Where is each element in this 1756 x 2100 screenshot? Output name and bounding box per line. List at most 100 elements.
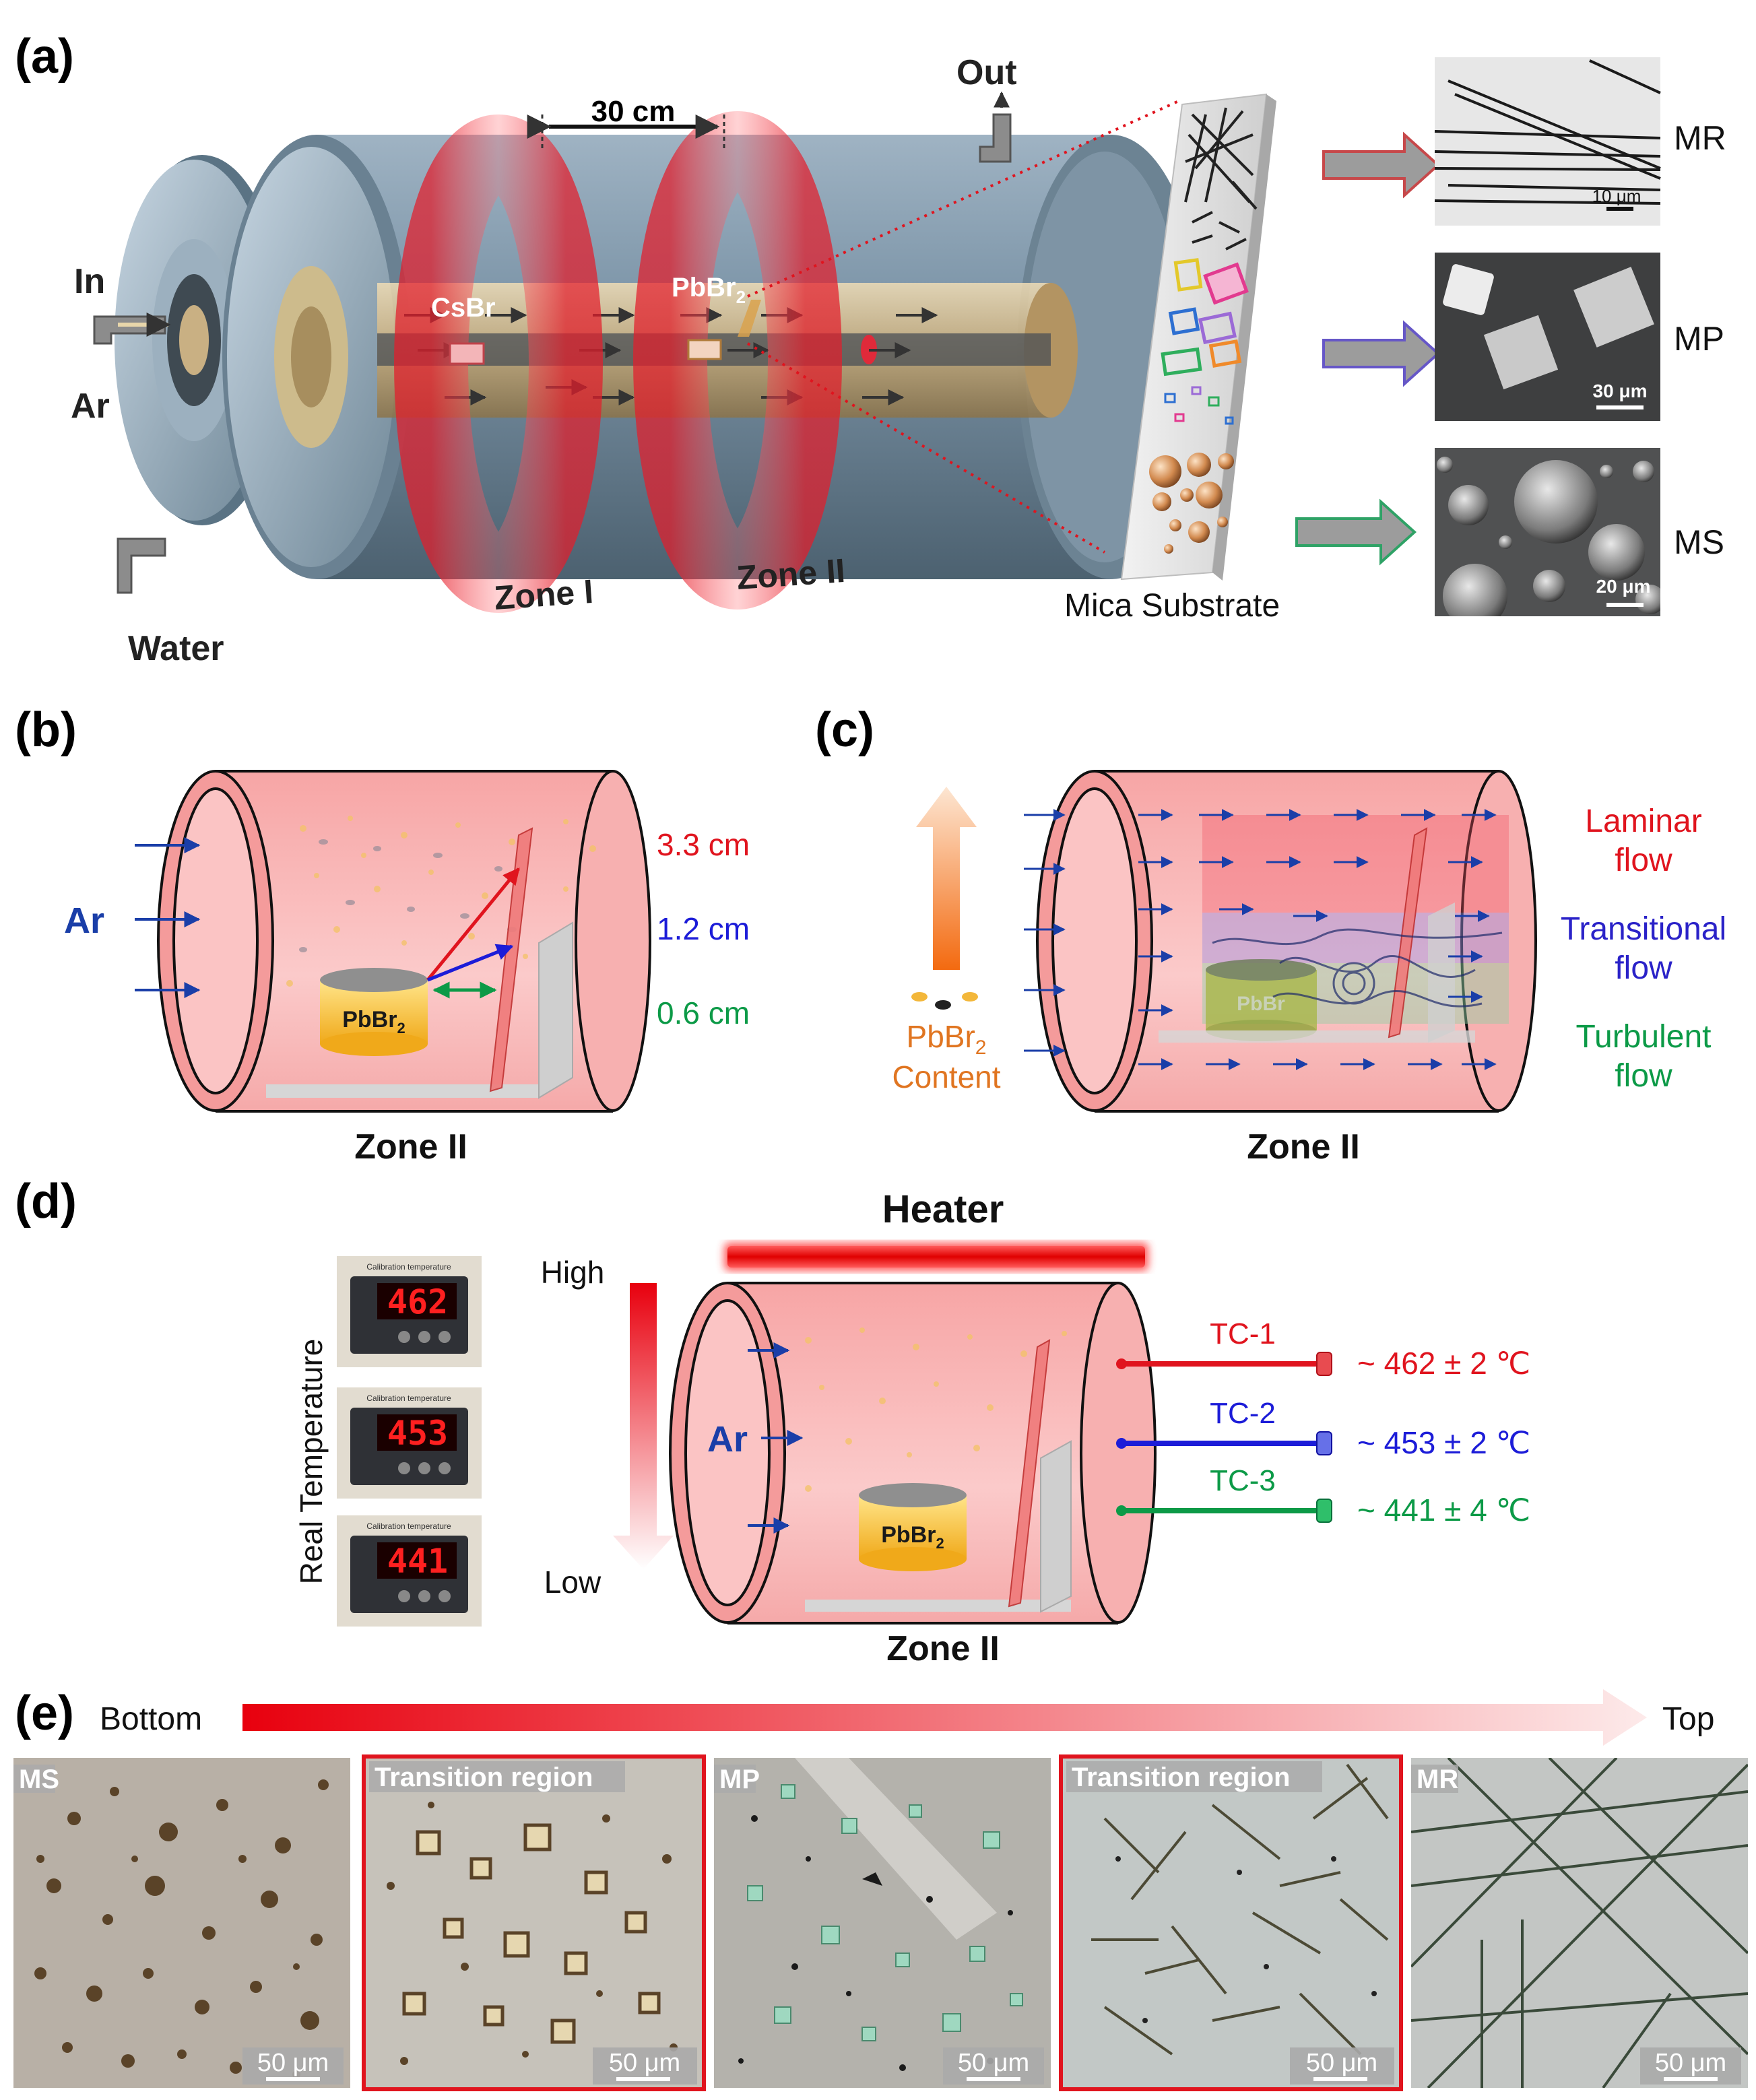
distance-label: 30 cm bbox=[591, 95, 676, 128]
distance-0-6cm: 0.6 cm bbox=[657, 995, 750, 1030]
mica-plate-d bbox=[1008, 1339, 1051, 1608]
optical-image-mp: MP 50 μm bbox=[714, 1758, 1051, 2088]
pbbr2-label-c: PbBr bbox=[1237, 993, 1285, 1015]
sample-holder-c bbox=[1159, 1030, 1475, 1043]
mica-rods bbox=[1184, 107, 1258, 251]
pbbr2-dish-b: PbBr2 bbox=[320, 968, 428, 1056]
mr-tag: MR bbox=[1674, 119, 1726, 157]
thermocouple-1: TC-1 ~ 462 ± 2 ℃ bbox=[1116, 1317, 1530, 1381]
water-label: Water bbox=[128, 629, 224, 668]
content-particles bbox=[911, 992, 978, 1010]
micrograph-mp: 30 μm bbox=[1435, 253, 1660, 421]
outlet-pipe bbox=[979, 113, 1012, 163]
ms-tag: MS bbox=[1674, 523, 1724, 561]
zone-2-label: Zone II bbox=[736, 552, 847, 597]
mica-plate-b bbox=[489, 827, 533, 1092]
optical-image-transition-2: Transition region 50 μm bbox=[1059, 1754, 1403, 2091]
mp-scale-label: 30 μm bbox=[1593, 381, 1648, 401]
tc-2-label: TC-2 bbox=[1210, 1397, 1276, 1430]
top-label: Top bbox=[1662, 1701, 1714, 1737]
panel-d: (d) Heater Real Temperature Calibration … bbox=[15, 1175, 1530, 1668]
csbr-boat bbox=[449, 342, 485, 365]
substrate-stand-d bbox=[1040, 1440, 1072, 1613]
turbulent-label-1: Turbulent bbox=[1576, 1019, 1712, 1055]
micrograph-mr: 10 μm bbox=[1434, 57, 1661, 226]
zone-b-cylinder bbox=[157, 770, 651, 1113]
svg-text:Calibration temperature: Calibration temperature bbox=[366, 1393, 451, 1403]
mp-tag: MP bbox=[1674, 320, 1724, 358]
mr-scale-label: 10 μm bbox=[1592, 186, 1641, 206]
tc-3-reading: ~ 441 ± 4 ℃ bbox=[1357, 1492, 1530, 1528]
image-3-tag: MP bbox=[719, 1765, 760, 1794]
pbbr2-label-b: PbBr2 bbox=[342, 1007, 405, 1037]
low-label: Low bbox=[544, 1565, 601, 1600]
in-label: In bbox=[74, 262, 105, 301]
heater-label: Heater bbox=[882, 1187, 1004, 1231]
zoom-line-top bbox=[747, 100, 1179, 298]
meter-reading-2: 453 bbox=[387, 1414, 448, 1453]
pbbr2-label: PbBr2 bbox=[672, 273, 746, 307]
meter-reading-1: 462 bbox=[387, 1282, 448, 1321]
arrow-to-ms bbox=[1295, 498, 1417, 566]
thermocouple-3: TC-3 ~ 441 ± 4 ℃ bbox=[1116, 1464, 1530, 1528]
image-1-tag: MS bbox=[19, 1765, 59, 1794]
flow-arrows-c bbox=[1024, 809, 1497, 1070]
ar-label-b: Ar bbox=[64, 900, 104, 941]
distance-1-2cm: 1.2 cm bbox=[657, 911, 750, 946]
out-label: Out bbox=[956, 53, 1017, 92]
optical-image-transition-1: Transition region 50 μm bbox=[362, 1754, 706, 2091]
tc-1-reading: ~ 462 ± 2 ℃ bbox=[1357, 1346, 1530, 1381]
high-low-arrow bbox=[613, 1283, 674, 1569]
image-3-scale: 50 μm bbox=[958, 2049, 1029, 2077]
real-temperature-label: Real Temperature bbox=[294, 1339, 329, 1585]
panel-d-label: (d) bbox=[15, 1175, 77, 1228]
transitional-label-1: Transitional bbox=[1561, 911, 1726, 947]
image-5-scale: 50 μm bbox=[1655, 2049, 1726, 2077]
content-label-2: Content bbox=[892, 1059, 1000, 1094]
substrate-label: Mica Substrate bbox=[1064, 588, 1280, 624]
panel-a: (a) bbox=[15, 30, 1726, 668]
arrow-to-mr bbox=[1322, 131, 1440, 199]
panel-e-label: (e) bbox=[15, 1686, 74, 1740]
turbulence-swirls bbox=[1212, 928, 1503, 1008]
panel-c-label: (c) bbox=[815, 703, 874, 757]
turbulent-label-2: flow bbox=[1615, 1058, 1672, 1094]
svg-text:Calibration temperature: Calibration temperature bbox=[366, 1521, 451, 1531]
image-2-scale: 50 μm bbox=[609, 2049, 680, 2077]
panel-e: (e) Bottom Top MS 50 μm bbox=[13, 1686, 1748, 2091]
mica-plate-c bbox=[1388, 827, 1428, 1039]
panel-b: (b) bbox=[15, 703, 750, 1167]
sample-holder-d bbox=[805, 1600, 1071, 1612]
mica-spheres bbox=[1149, 453, 1234, 554]
optical-image-ms: MS 50 μm bbox=[13, 1758, 350, 2088]
panel-a-label: (a) bbox=[15, 30, 74, 84]
pbbr2-dish-c: PbBr bbox=[1206, 959, 1317, 1041]
laminar-label-2: flow bbox=[1615, 843, 1672, 878]
zone-label-d: Zone II bbox=[886, 1629, 1000, 1668]
mica-substrate bbox=[1120, 93, 1276, 581]
distance-3-3cm: 3.3 cm bbox=[657, 827, 750, 862]
temperature-meter-3: Calibration temperature 441 bbox=[337, 1515, 482, 1627]
ar-label-d: Ar bbox=[707, 1419, 748, 1459]
tc-1-label: TC-1 bbox=[1210, 1317, 1276, 1350]
image-4-scale: 50 μm bbox=[1306, 2049, 1377, 2077]
ar-label: Ar bbox=[71, 387, 110, 426]
optical-image-mr: MR 50 μm bbox=[1411, 1758, 1748, 2088]
mica-plates bbox=[1161, 258, 1249, 425]
vapor-particles-b bbox=[286, 816, 596, 987]
water-pipe bbox=[117, 537, 166, 594]
meter-reading-3: 441 bbox=[387, 1542, 448, 1581]
distance-arrow-red bbox=[426, 867, 520, 981]
image-4-tag: Transition region bbox=[1072, 1763, 1290, 1792]
ms-scale-label: 20 μm bbox=[1596, 576, 1651, 597]
bottom-label: Bottom bbox=[100, 1701, 202, 1737]
distance-arrow-blue bbox=[427, 944, 514, 982]
image-2-tag: Transition region bbox=[375, 1763, 593, 1792]
temperature-meter-1: Calibration temperature 462 bbox=[337, 1256, 482, 1367]
substrate-stand-b bbox=[538, 921, 573, 1099]
pbbr2-label-d: PbBr2 bbox=[881, 1522, 944, 1552]
svg-text:Calibration temperature: Calibration temperature bbox=[366, 1262, 451, 1272]
mica-in-tube bbox=[738, 300, 761, 337]
panel-b-label: (b) bbox=[15, 703, 77, 757]
